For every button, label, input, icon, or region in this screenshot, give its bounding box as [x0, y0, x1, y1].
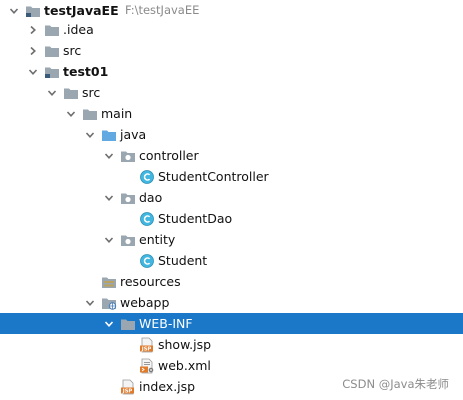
tree-item-label: src	[82, 85, 101, 100]
chevron-down-icon[interactable]	[103, 229, 115, 250]
java-class-icon	[139, 250, 155, 271]
web-folder-icon	[101, 292, 117, 313]
tree-item-label: .idea	[63, 22, 94, 37]
tree-item-label: testJavaEE	[44, 3, 119, 18]
tree-item-label: StudentDao	[158, 211, 233, 226]
package-icon	[120, 187, 136, 208]
tree-item-label: src	[63, 43, 82, 58]
java-class-icon	[139, 208, 155, 229]
xml-config-file-icon	[139, 355, 155, 376]
tree-row-class-student[interactable]: Student	[0, 250, 463, 271]
resources-folder-icon	[101, 271, 117, 292]
chevron-down-icon[interactable]	[65, 103, 77, 124]
tree-row-folder-java[interactable]: java	[0, 124, 463, 145]
chevron-right-icon[interactable]	[27, 19, 39, 40]
tree-item-label: main	[101, 106, 133, 121]
package-icon	[120, 145, 136, 166]
chevron-down-icon[interactable]	[103, 313, 115, 334]
tree-row-folder-webapp[interactable]: webapp	[0, 292, 463, 313]
tree-item-label: resources	[120, 274, 181, 289]
tree-item-label: web.xml	[158, 358, 211, 373]
tree-row-module-test01[interactable]: test01	[0, 61, 463, 82]
folder-icon	[44, 19, 60, 40]
svg-text:JSP: JSP	[141, 346, 152, 352]
tree-item-label: webapp	[120, 295, 170, 310]
chevron-down-icon[interactable]	[8, 0, 20, 21]
tree-row-file-index-jsp[interactable]: JSP index.jsp	[0, 376, 463, 397]
tree-row-project-testjavaee[interactable]: testJavaEE F:\testJavaEE	[0, 0, 463, 21]
jsp-file-icon: JSP	[139, 334, 155, 355]
tree-item-label: Student	[158, 253, 208, 268]
svg-text:JSP: JSP	[122, 388, 133, 394]
chevron-down-icon[interactable]	[103, 187, 115, 208]
tree-row-file-web-xml[interactable]: web.xml	[0, 355, 463, 376]
package-icon	[120, 229, 136, 250]
tree-row-folder-idea[interactable]: .idea	[0, 19, 463, 40]
tree-row-class-studentdao[interactable]: StudentDao	[0, 208, 463, 229]
tree-item-label: test01	[63, 64, 109, 79]
tree-row-class-studentcontroller[interactable]: StudentController	[0, 166, 463, 187]
tree-row-folder-src[interactable]: src	[0, 82, 463, 103]
java-class-icon	[139, 166, 155, 187]
tree-row-folder-src-root[interactable]: src	[0, 40, 463, 61]
folder-icon	[82, 103, 98, 124]
tree-item-label: entity	[139, 232, 176, 247]
chevron-down-icon[interactable]	[103, 145, 115, 166]
project-path-label: F:\testJavaEE	[125, 3, 200, 17]
jsp-file-icon: JSP	[120, 376, 136, 397]
tree-row-package-dao[interactable]: dao	[0, 187, 463, 208]
tree-row-file-show-jsp[interactable]: JSP show.jsp	[0, 334, 463, 355]
tree-item-label: java	[120, 127, 147, 142]
source-root-folder-icon	[101, 124, 117, 145]
watermark-text: CSDN @Java朱老师	[342, 377, 449, 391]
tree-row-folder-web-inf[interactable]: WEB-INF	[0, 313, 463, 334]
folder-icon	[44, 40, 60, 61]
chevron-right-icon[interactable]	[27, 40, 39, 61]
tree-row-folder-main[interactable]: main	[0, 103, 463, 124]
tree-item-label: StudentController	[158, 169, 269, 184]
module-folder-icon	[44, 61, 60, 82]
tree-item-label: index.jsp	[139, 379, 196, 394]
tree-row-folder-resources[interactable]: resources	[0, 271, 463, 292]
chevron-down-icon[interactable]	[84, 292, 96, 313]
tree-item-label: WEB-INF	[139, 316, 193, 331]
chevron-down-icon[interactable]	[84, 124, 96, 145]
folder-icon	[63, 82, 79, 103]
tree-row-package-controller[interactable]: controller	[0, 145, 463, 166]
tree-item-label: controller	[139, 148, 199, 163]
chevron-down-icon[interactable]	[46, 82, 58, 103]
module-folder-icon	[25, 0, 41, 21]
tree-row-package-entity[interactable]: entity	[0, 229, 463, 250]
tree-item-label: show.jsp	[158, 337, 212, 352]
chevron-down-icon[interactable]	[27, 61, 39, 82]
tree-item-label: dao	[139, 190, 163, 205]
folder-icon	[120, 313, 136, 334]
